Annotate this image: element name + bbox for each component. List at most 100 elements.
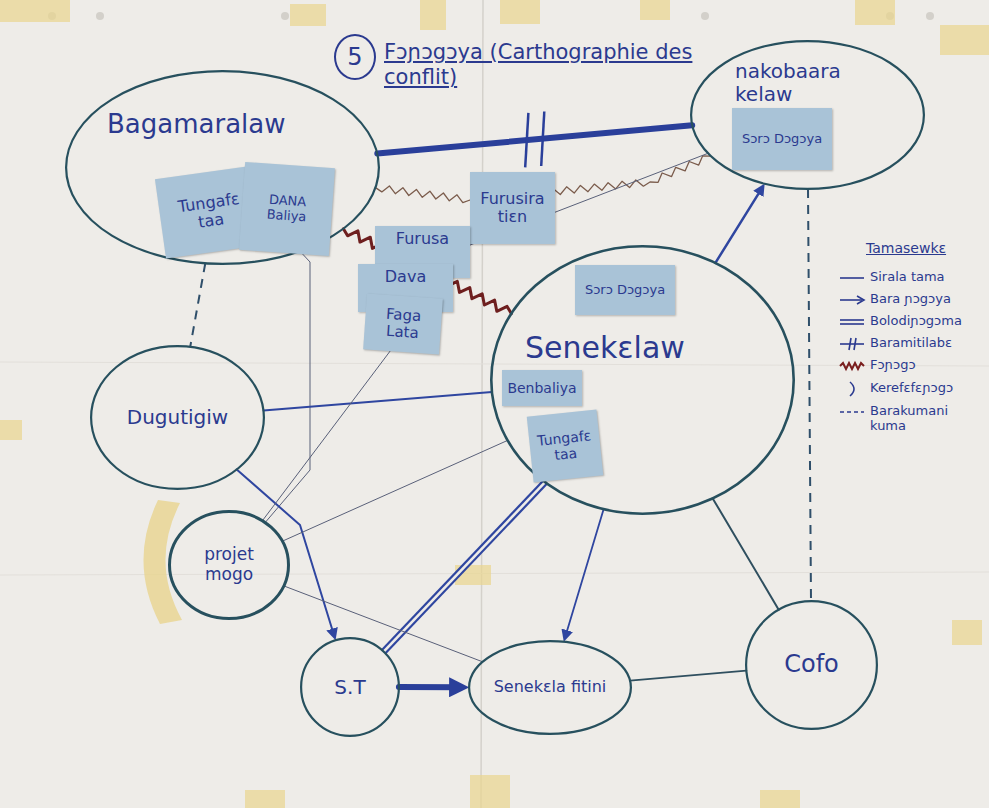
sticky-note: Furusira tiɛn <box>470 172 555 244</box>
legend-sample <box>838 358 866 374</box>
sample-dash <box>840 411 864 413</box>
masking-tape <box>940 25 989 55</box>
text-holder: Benbaliya <box>502 370 582 406</box>
sticky-note: Tungafɛ taa <box>527 410 604 483</box>
connector <box>566 509 604 636</box>
callout-number: 5 <box>334 34 376 80</box>
actor-ellipse: Senekɛla fitini <box>468 640 632 735</box>
legend-text: Sirala tama <box>870 270 945 285</box>
ellipse-line <box>491 246 793 513</box>
sticky-text: Furusa <box>396 230 449 248</box>
connector-line <box>282 440 507 541</box>
text-holder: DANA Baliya <box>239 162 335 256</box>
sticky-note: Benbaliya <box>502 370 582 406</box>
sticky-text: Furusira tiɛn <box>475 190 550 227</box>
legend-sample <box>838 292 866 308</box>
text-holder: Tungafɛ taa <box>527 410 604 483</box>
sample-zigzag <box>840 363 864 369</box>
sticky-note: DANA Baliya <box>239 162 335 256</box>
connector-line <box>630 671 746 681</box>
punch-hole <box>281 12 289 20</box>
actor-name: Bagamaralaw <box>107 110 286 140</box>
text-holder: Dugutigiw <box>90 345 265 490</box>
text-holder: Furusira tiɛn <box>470 172 555 244</box>
text-holder: Senekɛla fitini <box>468 640 632 735</box>
connector-line <box>713 498 779 609</box>
actor-name: projet mogo <box>186 545 273 584</box>
ellipse-line <box>170 512 289 619</box>
masking-tape <box>470 775 510 808</box>
masking-tape <box>245 790 285 808</box>
legend-sample <box>838 381 866 397</box>
ellipse-line <box>691 41 924 189</box>
legend-row: Barakumani kuma <box>838 404 982 434</box>
sticky-text: Sɔrɔ Dɔgɔya <box>585 283 665 298</box>
title-box: Fɔɲɔgɔya (Carthographie des conflit) <box>384 40 714 90</box>
legend-text: Bara ɲɔgɔya <box>870 292 951 307</box>
masking-tape <box>0 420 22 440</box>
connector <box>282 440 507 541</box>
break-mark <box>525 113 528 167</box>
actor-name: Dugutigiw <box>127 406 228 429</box>
masking-tape <box>855 0 895 25</box>
connector-line <box>808 189 811 601</box>
sticky-note: Faga Lata <box>363 293 443 354</box>
actor-ellipse: S.T <box>300 637 400 737</box>
connector-line <box>190 263 205 347</box>
connector <box>808 189 811 601</box>
sticky-text: Dava <box>385 268 426 286</box>
masking-tape <box>640 0 670 20</box>
connector-line <box>399 684 459 690</box>
sample-line <box>840 323 864 325</box>
legend-sample <box>838 314 866 330</box>
legend-row: Kerefɛfɛɲɔgɔ <box>838 381 953 397</box>
sample-line <box>840 299 862 301</box>
connector <box>713 498 779 609</box>
text-holder: Sɔrɔ Dɔgɔya <box>575 265 675 315</box>
connector <box>377 112 692 168</box>
sticky-text: Sɔrɔ Dɔgɔya <box>742 132 822 147</box>
masking-tape <box>952 620 982 645</box>
connector-line <box>265 251 310 522</box>
legend-sample <box>838 270 866 286</box>
sample-bracket <box>850 382 854 396</box>
legend-row: Fɔɲɔgɔ <box>838 358 916 374</box>
text-holder: Sɔrɔ Dɔgɔya <box>732 108 832 170</box>
text-holder: Faga Lata <box>363 293 443 354</box>
legend-row: Bolodiɲɔgɔma <box>838 314 962 330</box>
connector <box>715 189 761 263</box>
legend-row: Bara ɲɔgɔya <box>838 292 951 308</box>
sample-head <box>857 296 864 304</box>
connector <box>630 671 746 681</box>
actor-name: Senekɛlaw <box>525 331 685 366</box>
ellipse-line <box>746 601 877 729</box>
sample-line <box>840 319 864 321</box>
legend-sample <box>838 404 866 420</box>
sample-bar <box>849 338 851 350</box>
sticky-note: Sɔrɔ Dɔgɔya <box>575 265 675 315</box>
sample-line <box>840 343 864 345</box>
actor-name: Senekɛla fitini <box>494 678 607 696</box>
title: Fɔɲɔgɔya (Carthographie des conflit) <box>384 40 714 90</box>
sheet-seam <box>481 0 483 808</box>
legend-title: Tamasewkɛ <box>866 240 946 256</box>
connector-line <box>566 509 604 636</box>
ellipse-line <box>91 346 264 489</box>
legend-text: Kerefɛfɛɲɔgɔ <box>870 381 953 396</box>
connector-line <box>264 392 492 411</box>
masking-tape <box>420 0 446 30</box>
callout-number-box: 5 <box>334 34 376 80</box>
text-holder: Cofo <box>745 600 878 730</box>
text-holder: Senekɛlaw <box>525 331 765 366</box>
sticky-text: Benbaliya <box>507 380 576 396</box>
actor-name: nakobaara kelaw <box>735 60 875 106</box>
legend-text: Barakumani kuma <box>870 404 982 434</box>
sample-bar <box>854 338 856 350</box>
sticky-text: Tungafɛ taa <box>533 427 596 465</box>
connector <box>190 263 205 347</box>
connector <box>399 687 459 688</box>
legend-sample <box>838 336 866 352</box>
masking-tape <box>143 500 182 624</box>
